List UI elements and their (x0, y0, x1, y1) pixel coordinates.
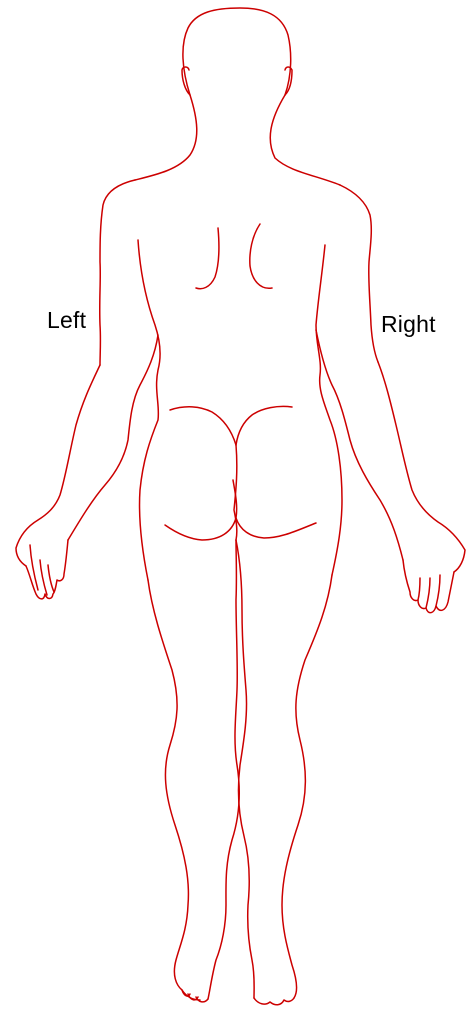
left-buttock (165, 480, 237, 540)
head-outline (183, 8, 291, 95)
right-arm-outer (378, 362, 465, 572)
neck-left (135, 95, 197, 180)
left-side-label: Left (47, 309, 86, 332)
right-leg-outer (282, 575, 332, 998)
right-fingers (418, 575, 440, 608)
right-foot-toes (254, 998, 294, 1005)
left-leg-inner (208, 540, 239, 999)
right-leg-inner (236, 540, 254, 998)
left-arm-inner (68, 335, 158, 540)
right-hand (403, 560, 454, 613)
neck-right (270, 95, 340, 185)
left-shoulder-blade (196, 228, 219, 289)
left-waist-line (170, 407, 236, 445)
right-waist-line (236, 406, 292, 445)
left-shoulder (100, 180, 135, 365)
left-arm-outer (16, 365, 100, 566)
torso-right-side (316, 245, 342, 575)
left-foot-toes (182, 990, 208, 1002)
right-buttock (236, 518, 316, 538)
left-hand (26, 540, 68, 599)
torso-left-side (138, 240, 160, 580)
right-shoulder-blade (250, 224, 272, 288)
right-side-label: Right (381, 313, 436, 336)
right-shoulder (340, 185, 378, 362)
left-leg-outer (148, 580, 200, 1000)
right-arm-inner (316, 330, 403, 560)
